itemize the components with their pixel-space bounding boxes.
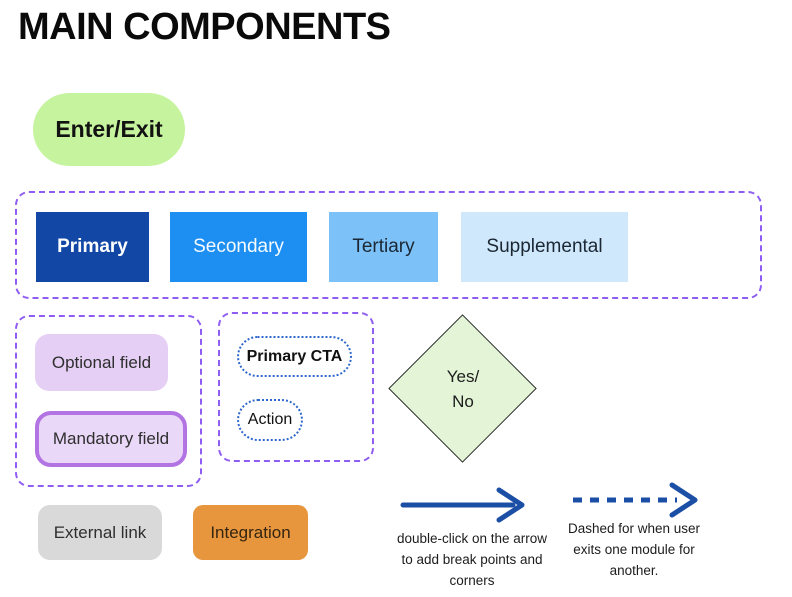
supplemental-button-node: Supplemental bbox=[461, 212, 628, 282]
page-title: MAIN COMPONENTS bbox=[18, 6, 391, 48]
integration-node: Integration bbox=[193, 505, 308, 560]
supplemental-button-label: Supplemental bbox=[486, 236, 603, 257]
decision-node: Yes/ No bbox=[388, 314, 537, 463]
mandatory-field-label: Mandatory field bbox=[52, 429, 170, 448]
primary-button-label: Primary bbox=[57, 236, 128, 257]
cta-group-outline bbox=[218, 312, 374, 462]
action-label: Action bbox=[247, 411, 293, 428]
secondary-button-node: Secondary bbox=[170, 212, 307, 282]
solid-arrow-icon bbox=[400, 487, 525, 523]
dashed-arrow-icon bbox=[573, 482, 698, 518]
solid-arrow-caption: double-click on the arrow to add break p… bbox=[392, 528, 552, 591]
dashed-arrow-caption: Dashed for when user exits one module fo… bbox=[558, 518, 710, 581]
tertiary-button-label: Tertiary bbox=[352, 236, 415, 257]
primary-button-node: Primary bbox=[36, 212, 149, 282]
enter-exit-label: Enter/Exit bbox=[55, 116, 163, 142]
mandatory-field-node: Mandatory field bbox=[35, 411, 187, 467]
external-link-label: External link bbox=[53, 522, 147, 542]
dashed-caption-line-2: exits one module for bbox=[573, 542, 695, 557]
primary-cta-node: Primary CTA bbox=[237, 336, 352, 377]
dashed-caption-line-3: another. bbox=[609, 563, 659, 578]
fields-group-outline bbox=[15, 315, 202, 487]
secondary-button-label: Secondary bbox=[193, 236, 284, 257]
tertiary-button-node: Tertiary bbox=[329, 212, 438, 282]
decision-label: Yes/ No bbox=[389, 315, 537, 463]
decision-line-2: No bbox=[452, 392, 474, 411]
integration-label: Integration bbox=[210, 522, 291, 542]
solid-caption-line-3: corners bbox=[449, 573, 495, 588]
dashed-caption-line-1: Dashed for when user bbox=[567, 521, 701, 536]
buttons-group-outline bbox=[15, 191, 762, 299]
optional-field-node: Optional field bbox=[35, 334, 168, 391]
external-link-node: External link bbox=[38, 505, 162, 560]
solid-caption-line-1: double-click on the arrow bbox=[396, 531, 548, 546]
action-node: Action bbox=[237, 399, 303, 441]
primary-cta-label: Primary CTA bbox=[246, 347, 343, 365]
optional-field-label: Optional field bbox=[51, 352, 152, 372]
solid-caption-line-2: to add break points and bbox=[401, 552, 543, 567]
decision-line-1: Yes/ bbox=[446, 366, 480, 386]
enter-exit-node: Enter/Exit bbox=[33, 93, 185, 166]
